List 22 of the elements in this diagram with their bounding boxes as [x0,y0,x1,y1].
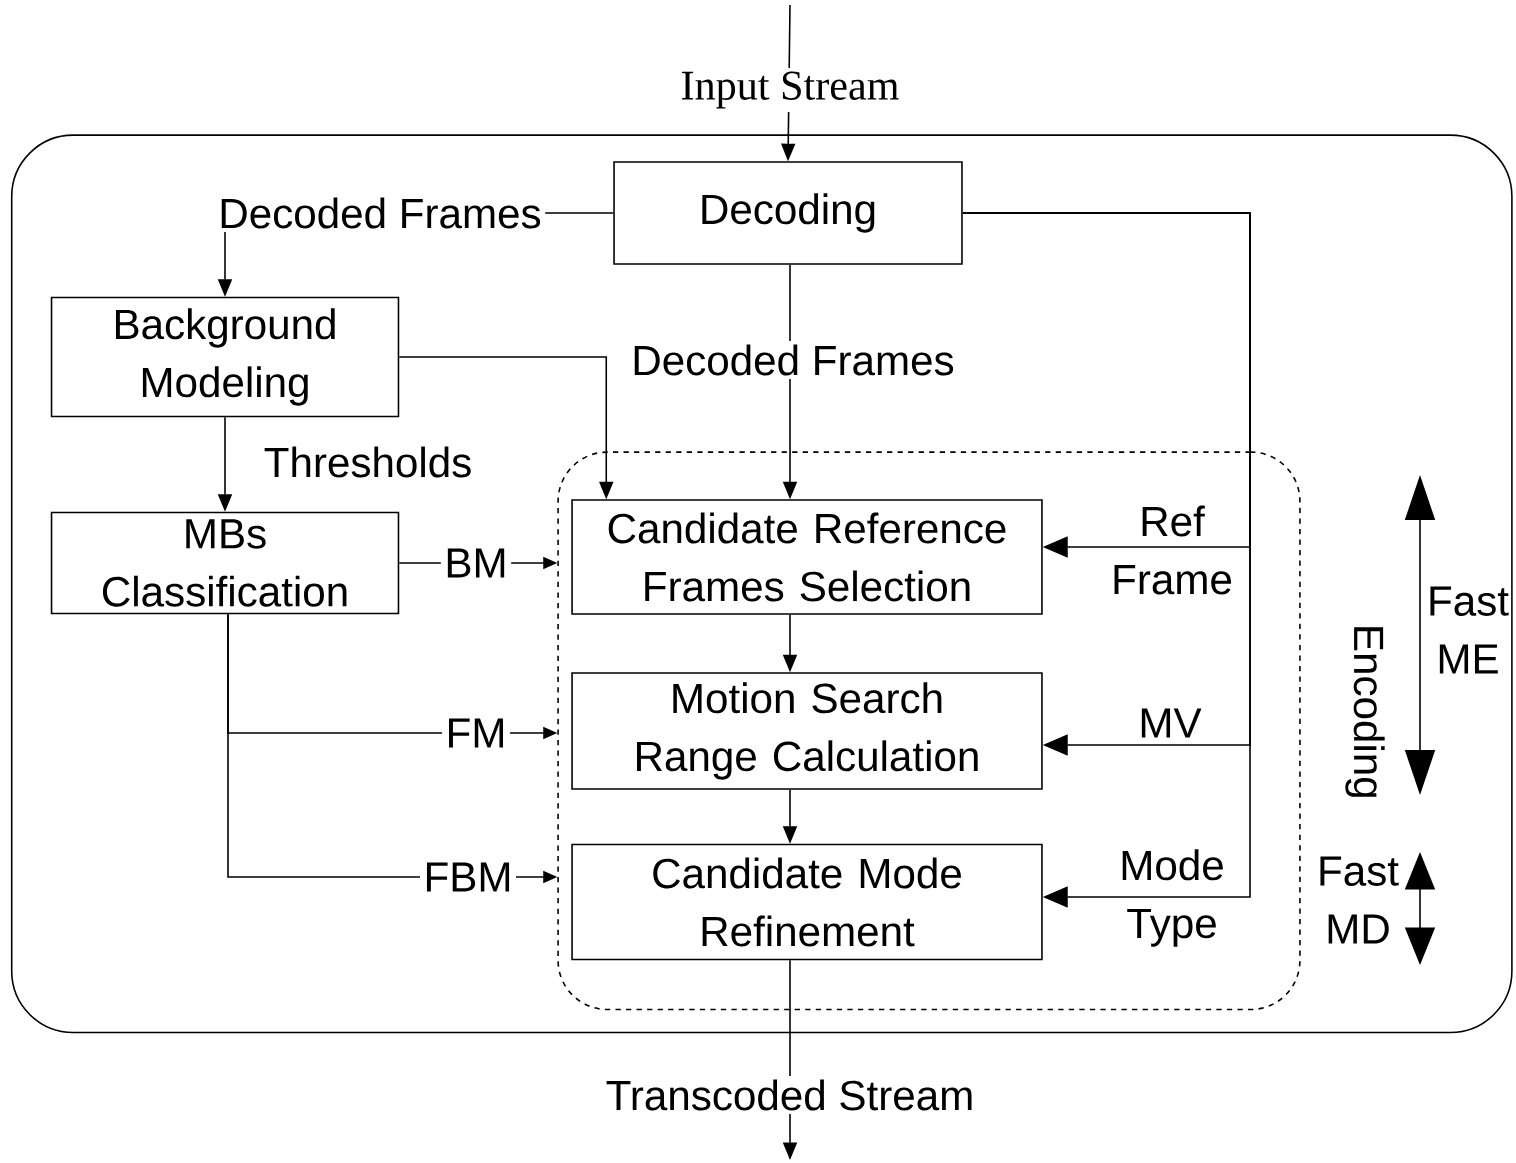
edge-label: Mode Type [1122,849,1223,947]
edge-label: BM [440,545,512,581]
span-label: Fast ME [1430,586,1509,674]
span-label: Fast MD [1320,856,1399,944]
edge-label: FBM [420,859,516,895]
edge-label: FM [442,715,510,751]
edge-label: Input Stream [677,68,903,112]
node-label: Encoding [1345,627,1385,797]
edge-label: MV [1134,705,1206,741]
process-box: Motion Search Range Calculation [571,672,1043,790]
edge-label: Decoded Frames [214,194,546,232]
process-box: Candidate Reference Frames Selection [571,499,1043,615]
process-box: Background Modeling [50,296,400,418]
process-box: Decoding [613,161,963,265]
edge-label: Transcoded Stream [602,1076,978,1114]
arrow [961,212,1251,908]
edge-label: Ref Frame [1114,505,1232,595]
frame-box [10,134,1513,1034]
process-box: MBs Classification [50,511,400,615]
edge-label: Decoded Frames [627,341,959,379]
process-box: Candidate Mode Refinement [571,843,1043,961]
edge-label: Thresholds [260,443,476,481]
